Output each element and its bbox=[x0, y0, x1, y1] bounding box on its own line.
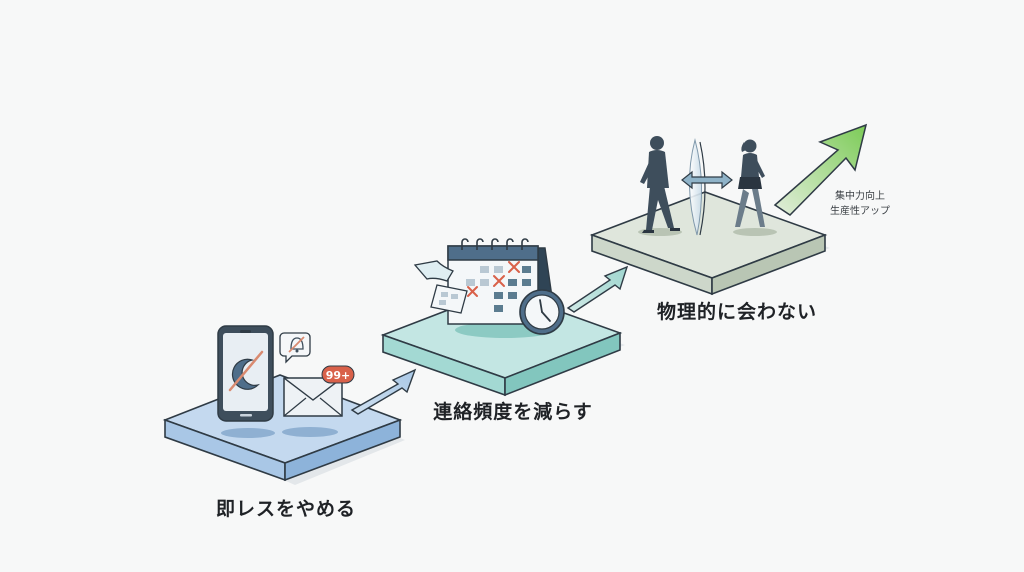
unread-count-badge: 99+ bbox=[321, 365, 355, 384]
woman-walking-icon bbox=[735, 139, 765, 227]
barrier-icon bbox=[689, 138, 706, 236]
bell-muted-icon bbox=[279, 332, 311, 364]
result-line-2: 生産性アップ bbox=[830, 204, 890, 217]
step-3-platform bbox=[589, 191, 830, 296]
progress-arrow-2 bbox=[566, 265, 629, 313]
step-2-label: 連絡頻度を減らす bbox=[433, 400, 593, 423]
clock-icon bbox=[519, 289, 565, 335]
man-walking-icon bbox=[640, 136, 680, 233]
double-arrow-icon bbox=[681, 170, 733, 190]
progress-arrow-1 bbox=[350, 368, 417, 415]
badge-text: 99+ bbox=[326, 369, 351, 382]
growth-arrow bbox=[773, 123, 868, 216]
envelope-icon bbox=[283, 377, 343, 417]
result-line-1: 集中力向上 bbox=[835, 189, 885, 202]
step-1-label: 即レスをやめる bbox=[216, 498, 356, 520]
step-3-label: 物理的に会わない bbox=[657, 300, 817, 323]
smartphone-do-not-disturb-icon bbox=[217, 325, 274, 422]
